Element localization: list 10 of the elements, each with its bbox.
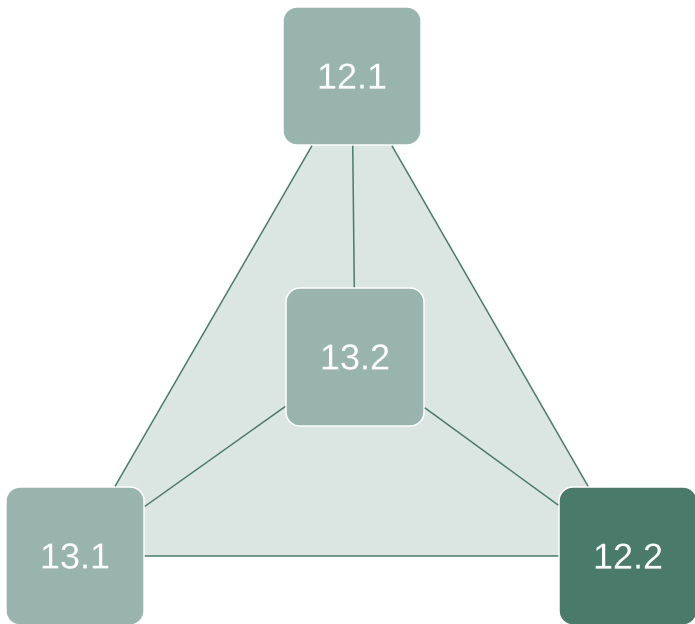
connector-line <box>114 145 313 487</box>
connector-line <box>352 146 356 288</box>
number-box: 13.1 <box>5 486 145 624</box>
number-box: 13.2 <box>285 287 425 427</box>
connector-line <box>424 407 559 506</box>
number-box: 12.2 <box>558 486 695 624</box>
connector-line <box>144 555 558 557</box>
connector-line <box>144 406 286 508</box>
connector-line <box>391 145 589 487</box>
number-box: 12.1 <box>282 6 422 146</box>
